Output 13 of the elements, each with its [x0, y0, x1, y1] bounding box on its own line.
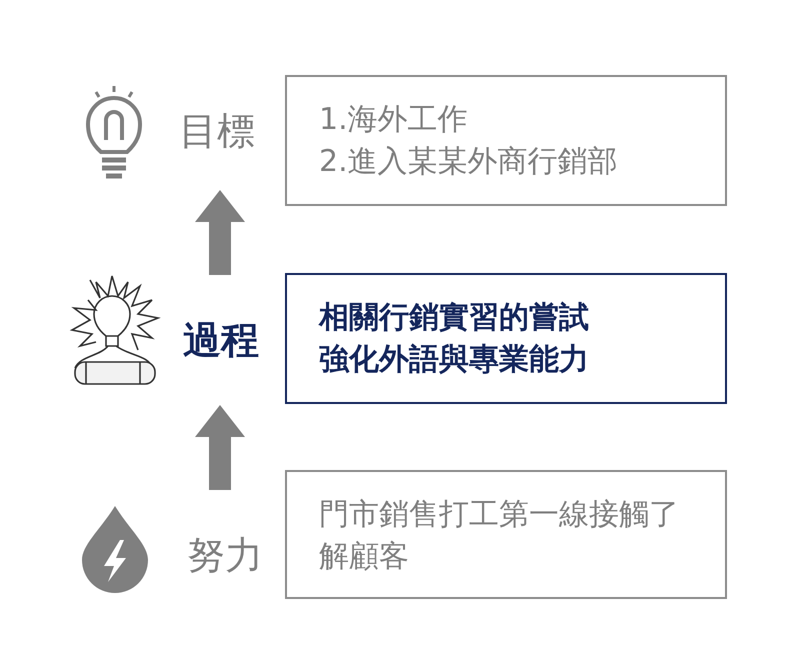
- text-box: [285, 273, 727, 404]
- row-label: 過程: [176, 275, 266, 405]
- text-box: [285, 470, 727, 599]
- box-text: 門市銷售打工第一線接觸了解顧客: [319, 496, 680, 576]
- text-box: [285, 75, 727, 206]
- arrow: [195, 190, 245, 275]
- row-label: 目標: [172, 108, 262, 190]
- box-text: 1.海外工作: [319, 101, 469, 139]
- box-text: 強化外語與專業能力: [319, 341, 590, 379]
- box-text: 相關行銷實習的嘗試: [319, 299, 590, 337]
- box-text: 2.進入某某外商行銷部: [319, 143, 619, 181]
- arrow: [195, 405, 245, 490]
- row-label: 努力: [180, 490, 270, 578]
